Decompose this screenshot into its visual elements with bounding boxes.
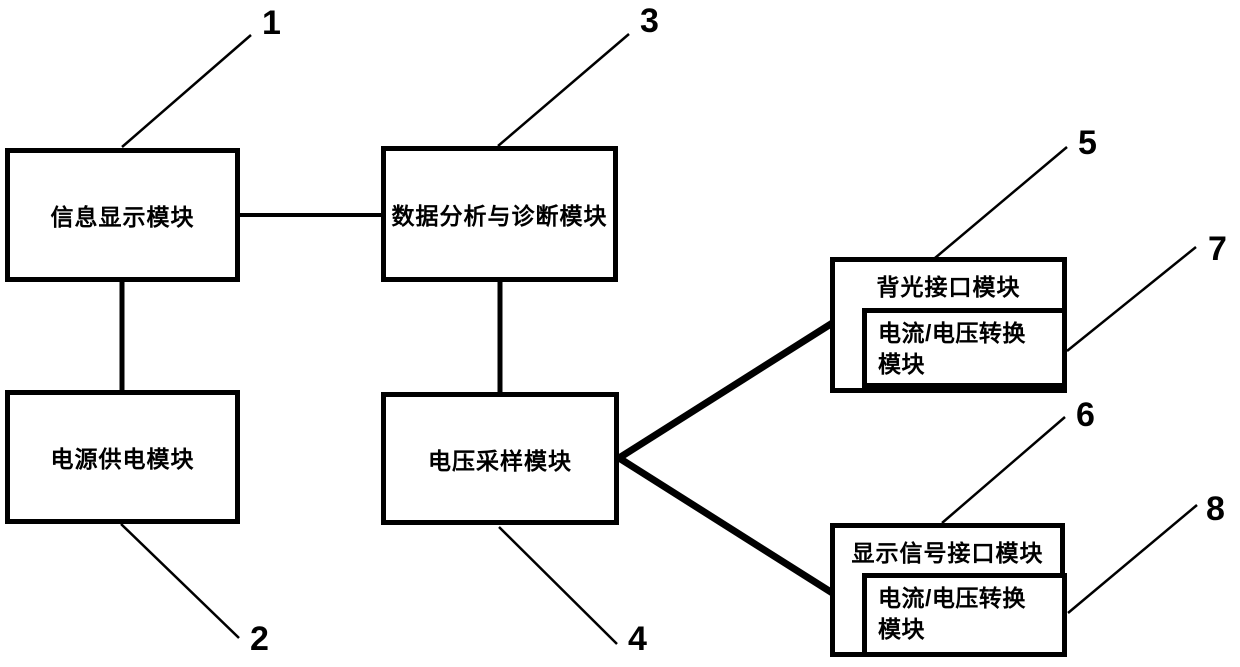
callout-number-7: 7 [1208,230,1227,268]
leader-line-8 [1067,504,1198,614]
leader-line-1 [121,34,252,148]
module-label-info-display: 信息显示模块 [50,204,195,230]
callout-number-5: 5 [1078,124,1097,162]
module-label-backlight-cv-converter: 电流/电压转换模块 [878,320,1026,378]
module-label-data-analysis: 数据分析与诊断模块 [391,203,608,229]
callout-number-8: 8 [1206,490,1225,528]
leader-line-6 [941,416,1066,524]
module-label-display-signal-interface: 显示信号接口模块 [851,540,1044,566]
module-box-info-display: 信息显示模块 [5,148,240,282]
module-label-power-supply: 电源供电模块 [50,446,195,472]
module-label-backlight-interface: 背光接口模块 [876,274,1021,300]
leader-line-7 [1066,246,1197,352]
callout-number-6: 6 [1076,396,1095,434]
module-box-backlight-interface: 背光接口模块 电流/电压转换模块 [830,257,1067,393]
callout-number-3: 3 [640,2,659,40]
module-box-display-signal-interface: 显示信号接口模块 电流/电压转换模块 [830,523,1067,657]
connector-sampling-display [617,455,836,597]
module-box-power-supply: 电源供电模块 [5,390,240,524]
leader-line-3 [497,33,630,147]
callout-number-4: 4 [628,620,647,658]
module-box-display-cv-converter: 电流/电压转换模块 [862,573,1067,657]
module-label-display-cv-converter: 电流/电压转换模块 [878,585,1026,643]
module-label-voltage-sampling: 电压采样模块 [428,447,572,474]
leader-line-4 [498,526,618,645]
leader-line-5 [934,146,1068,259]
module-box-voltage-sampling: 电压采样模块 [381,392,619,525]
module-box-backlight-cv-converter: 电流/电压转换模块 [862,308,1067,388]
connector-sampling-backlight [617,319,836,461]
leader-line-2 [120,523,240,639]
callout-number-2: 2 [250,620,269,658]
callout-number-1: 1 [262,4,281,42]
module-box-data-analysis: 数据分析与诊断模块 [381,146,618,282]
